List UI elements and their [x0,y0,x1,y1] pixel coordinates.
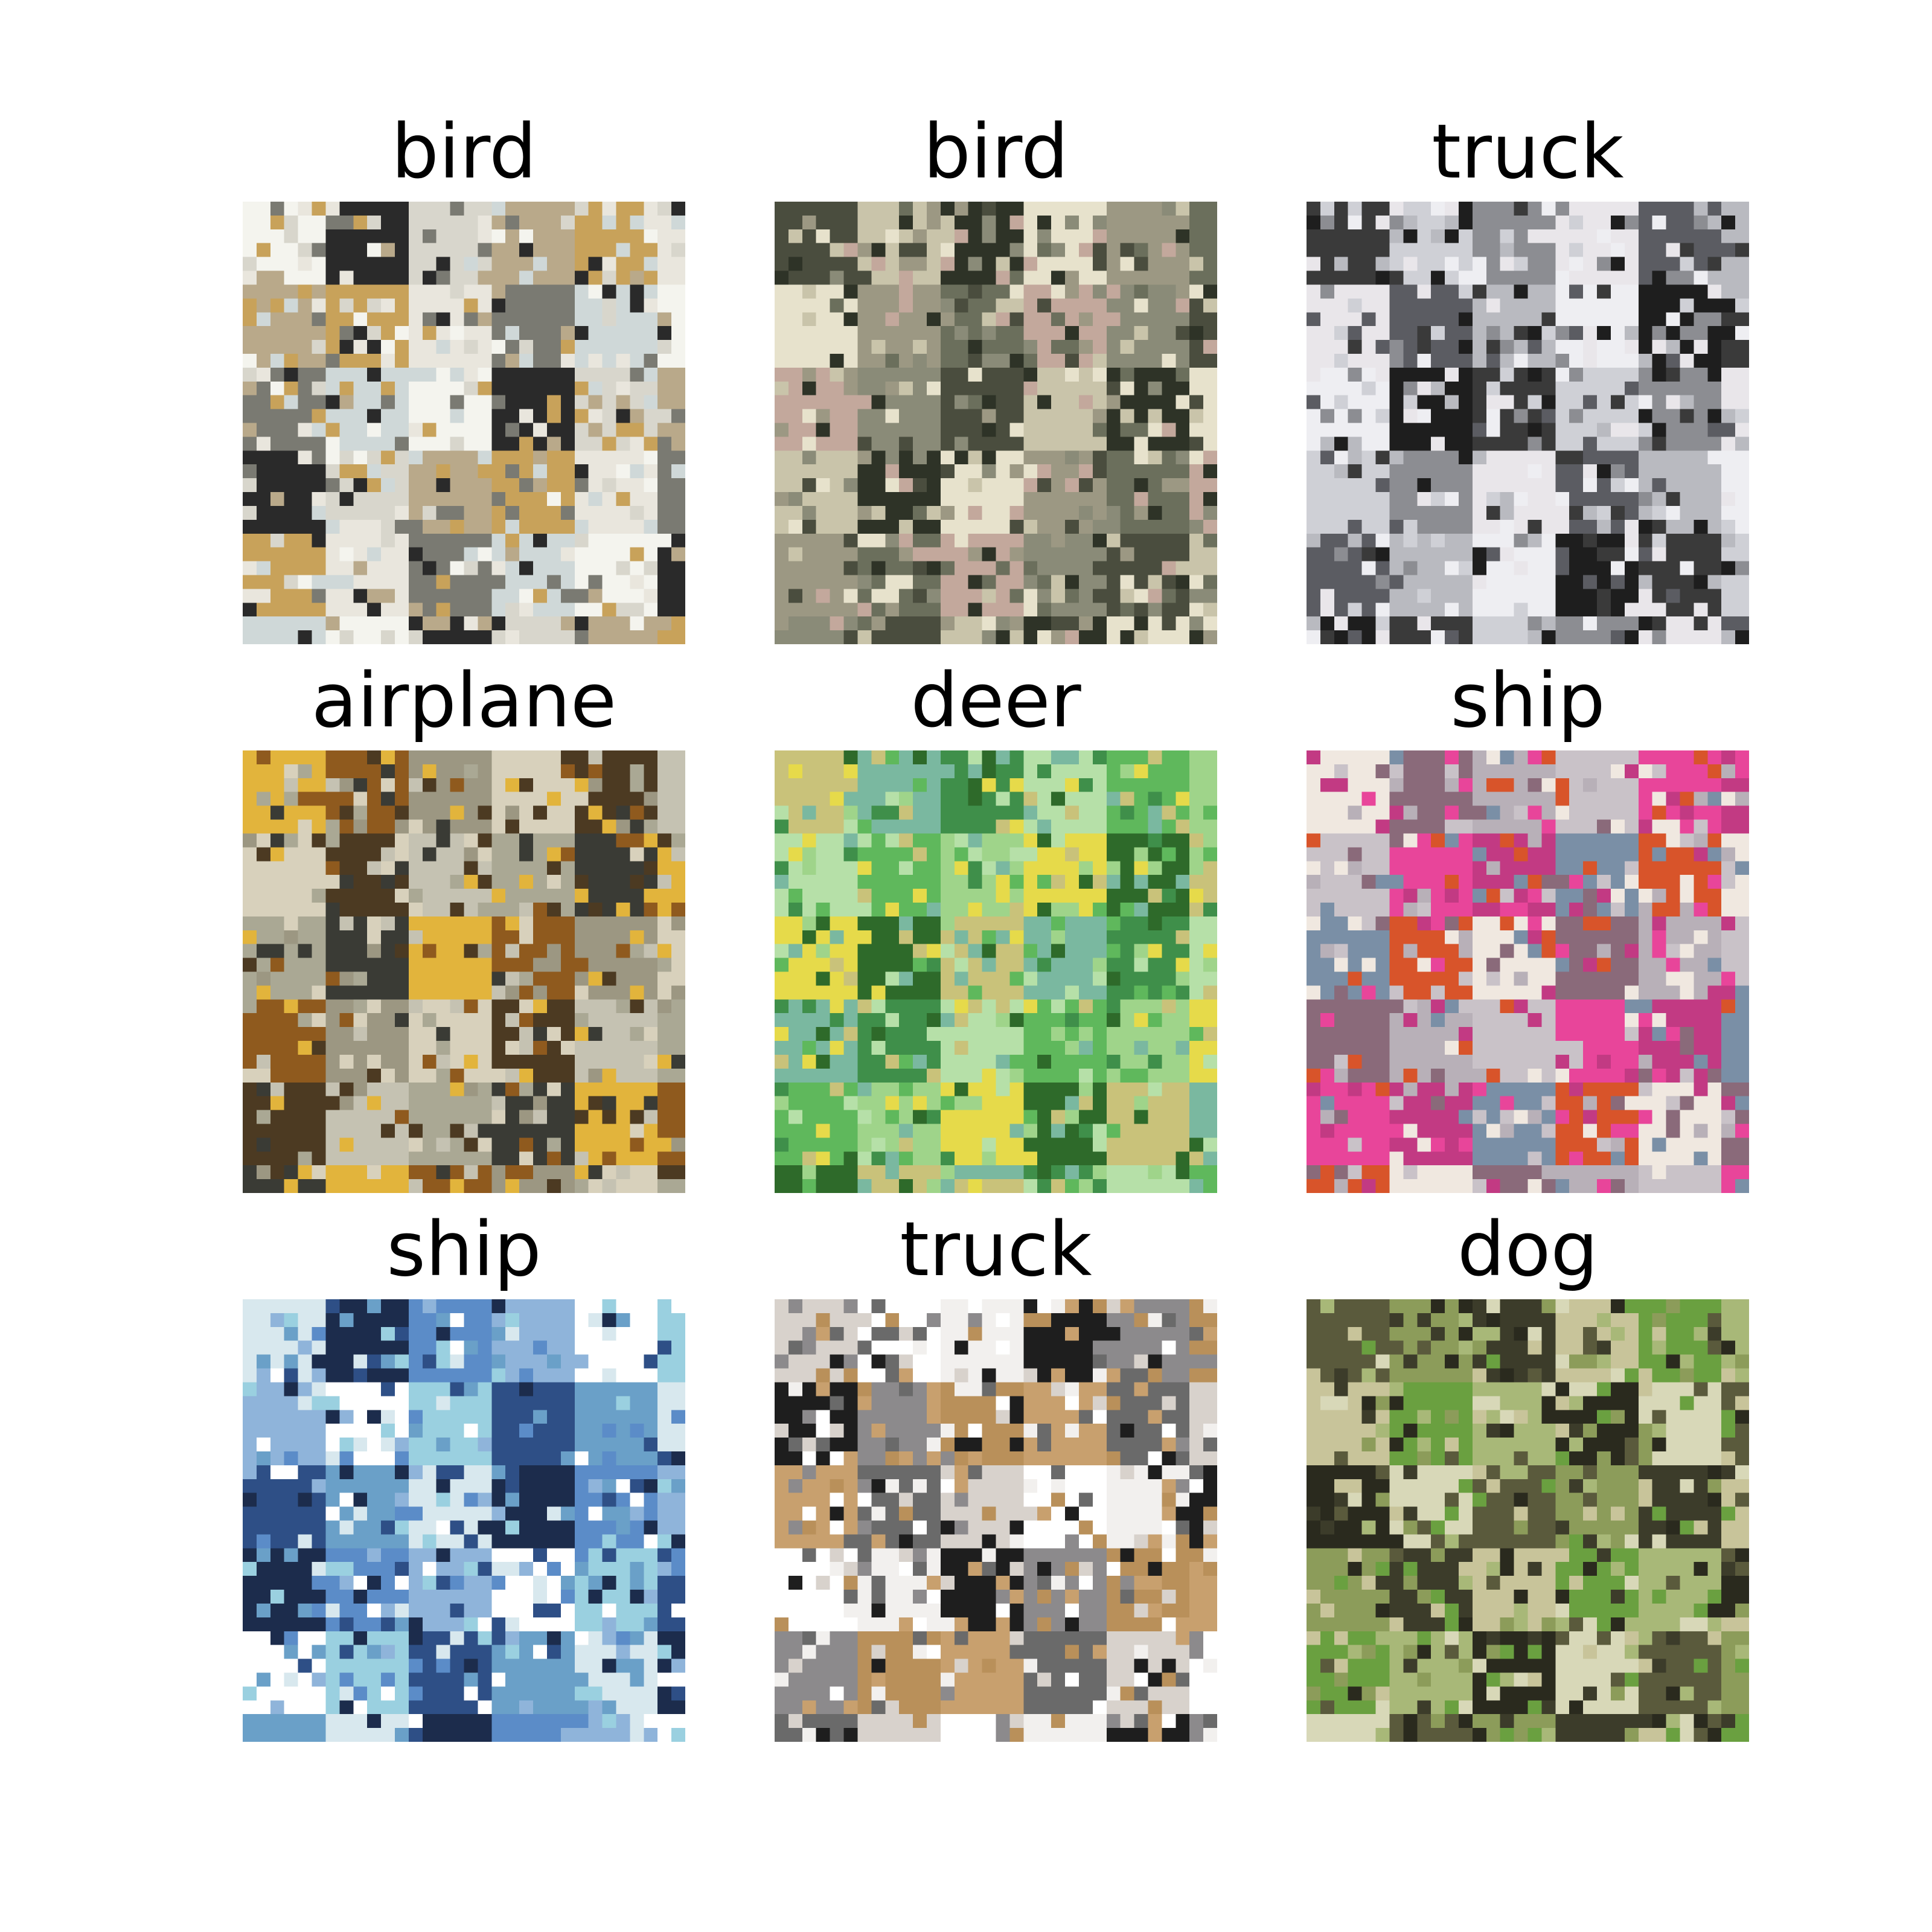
panel-label: ship [386,1206,542,1293]
panel-7-image [243,1299,685,1742]
panel-2-image [775,202,1217,644]
panel-label: bird [391,109,537,196]
panel-label: ship [1450,657,1605,744]
panel-label: truck [900,1206,1092,1293]
panel-1-image [243,202,685,644]
panel-3-image [1307,202,1749,644]
panel-label: dog [1457,1206,1599,1293]
panel-label: airplane [311,657,617,744]
panel-label: truck [1431,109,1624,196]
panel-9-image [1307,1299,1749,1742]
panel-4-image [243,750,685,1193]
panel-8-image [775,1299,1217,1742]
panel-6-image [1307,750,1749,1193]
panel-label: bird [923,109,1069,196]
panel-label: deer [910,657,1081,744]
panel-5-image [775,750,1217,1193]
